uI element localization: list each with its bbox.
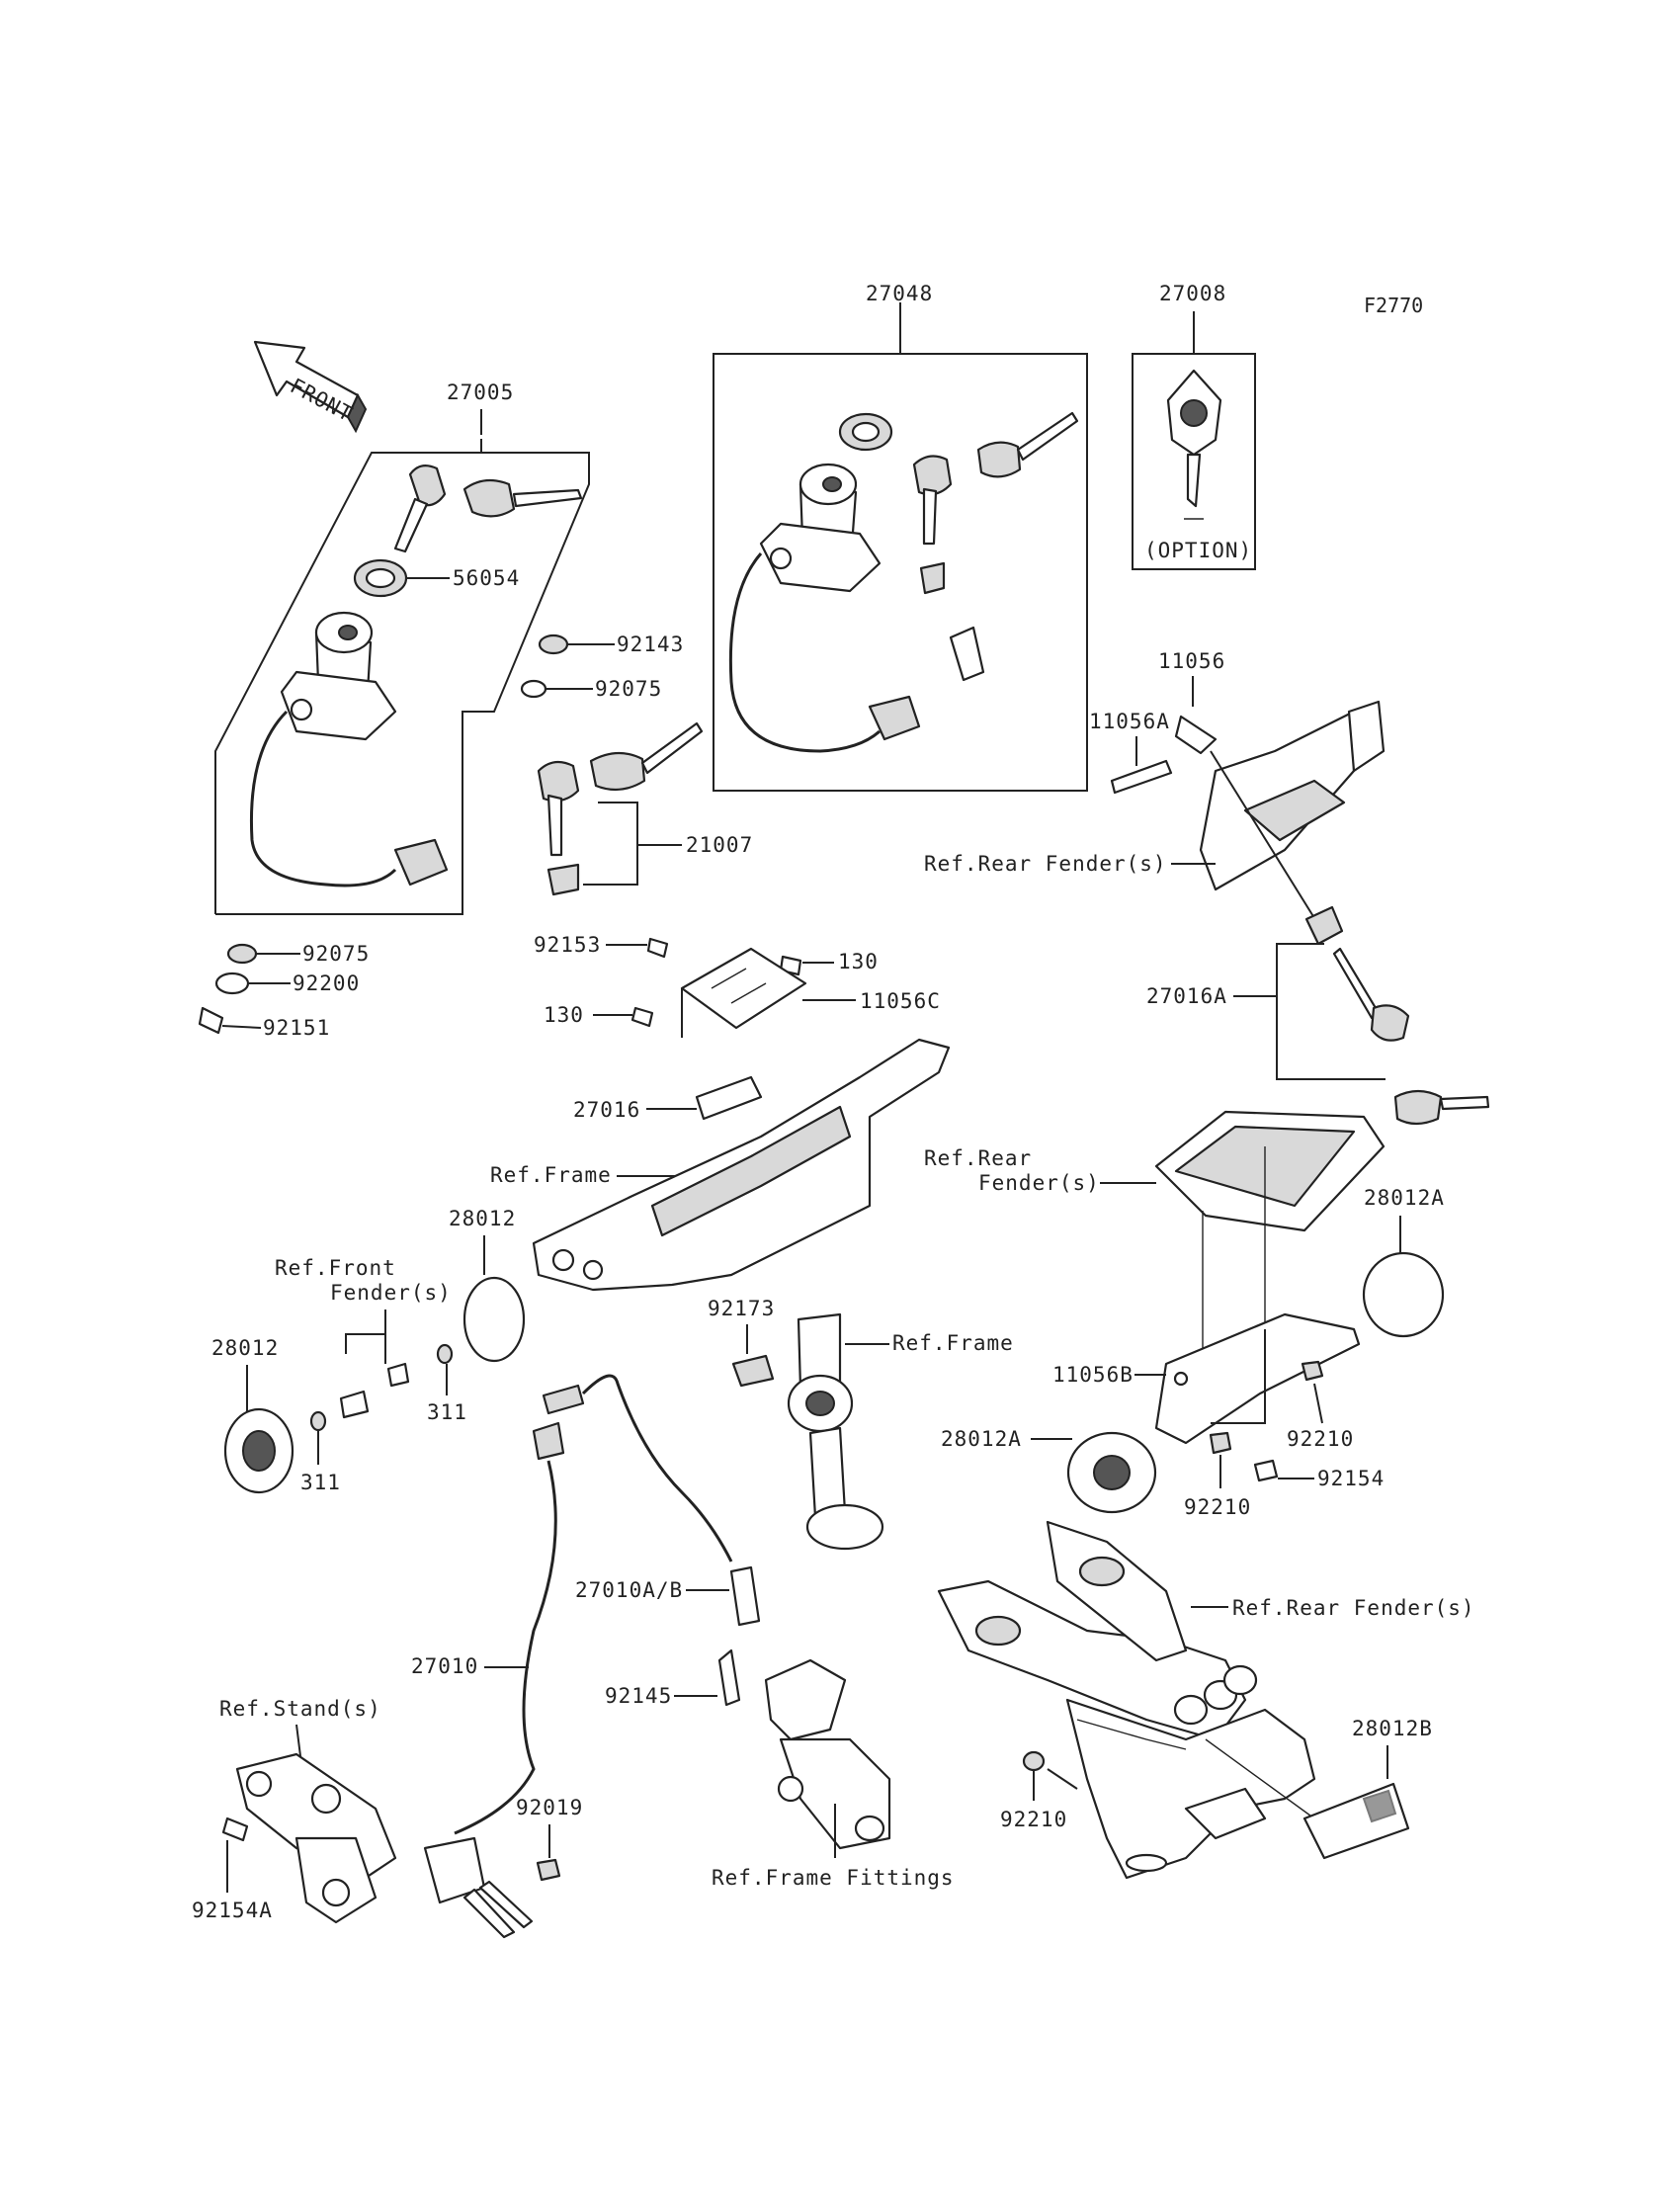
part-28012B: 28012B [1352, 1717, 1433, 1740]
part-311-left: 311 [300, 1471, 341, 1494]
part-21007: 21007 [686, 833, 753, 857]
part-27010: 27010 [411, 1654, 478, 1678]
part-92173: 92173 [708, 1297, 775, 1320]
part-28012A-left: 28012A [941, 1427, 1022, 1451]
part-92154A: 92154A [192, 1899, 273, 1922]
ref-frame-1: Ref.Frame [490, 1163, 612, 1187]
part-27016: 27016 [573, 1098, 640, 1122]
part-92143: 92143 [617, 633, 684, 656]
part-92151: 92151 [263, 1016, 330, 1040]
ref-rear-fender-1: Ref.Rear Fender(s) [924, 852, 1167, 876]
ref-front-fender-line1: Ref.Front [275, 1256, 396, 1280]
part-11056A: 11056A [1089, 710, 1170, 733]
ref-stand: Ref.Stand(s) [219, 1697, 381, 1721]
front-reflectors: 28012 Ref.Front Fender(s) 311 28012 311 [211, 1207, 526, 1494]
figure-code: F2770 [1364, 294, 1423, 317]
part-28012A-right: 28012A [1364, 1186, 1445, 1210]
part-311-right: 311 [427, 1400, 467, 1424]
ref-rear-fender-2-line1: Ref.Rear [924, 1146, 1032, 1170]
part-130-right: 130 [838, 950, 879, 973]
ref-rear-fender-2-line2: Fender(s) [978, 1171, 1100, 1195]
part-92019: 92019 [516, 1796, 583, 1819]
option-label: (OPTION) [1144, 539, 1252, 562]
part-92154: 92154 [1317, 1467, 1385, 1490]
part-92075-bottom: 92075 [302, 942, 370, 966]
part-92200: 92200 [293, 972, 360, 995]
part-92145: 92145 [605, 1684, 672, 1708]
part-27008: 27008 [1159, 282, 1226, 305]
part-92210-bottom: 92210 [1000, 1808, 1067, 1831]
part-130-left: 130 [544, 1003, 584, 1027]
option-key-27008: 27008 (OPTION) [1132, 282, 1256, 570]
ignition-switch-set-27048: 27048 [713, 282, 1088, 792]
ref-frame-2: Ref.Frame [892, 1331, 1014, 1355]
part-92153: 92153 [534, 933, 601, 957]
part-28012-left: 28012 [211, 1336, 279, 1360]
part-27010AB: 27010A/B [575, 1578, 683, 1602]
part-11056: 11056 [1158, 649, 1225, 673]
ref-frame-fittings: Ref.Frame Fittings [712, 1866, 955, 1890]
front-arrow-icon: FRONT [253, 340, 368, 434]
part-56054: 56054 [453, 566, 520, 590]
part-27016A: 27016A [1146, 984, 1227, 1008]
rear-fender-assembly: Ref.Rear Fender(s) 28012B 92210 [937, 1520, 1475, 1880]
rear-reflector-bracket: Ref.Rear Fender(s) 28012A 11056B 92210 2… [924, 1110, 1445, 1519]
ignition-switch-set-27005: 27005 56054 92143 92075 92075 92200 [198, 380, 684, 1040]
key-cylinder-21007: 21007 [537, 721, 753, 896]
part-27048: 27048 [866, 282, 933, 305]
stand-switch-27010: 27010 Ref.Stand(s) 92154A 92019 [192, 1421, 583, 1939]
part-11056B: 11056B [1052, 1363, 1134, 1387]
part-27005: 27005 [447, 380, 514, 404]
ref-front-fender-line2: Fender(s) [330, 1281, 452, 1305]
side-stand-switch-area: 92173 Ref.Frame 27010A/B 92145 Ref.Frame… [542, 1297, 1014, 1890]
part-11056C: 11056C [860, 989, 941, 1013]
part-92210-right: 92210 [1287, 1427, 1354, 1451]
part-92075-top: 92075 [595, 677, 662, 701]
rear-lock-assembly: 11056 11056A Ref.Rear Fender(s) 27016A [924, 649, 1490, 1126]
part-28012-right: 28012 [449, 1207, 516, 1230]
ref-rear-fender-3: Ref.Rear Fender(s) [1232, 1596, 1475, 1620]
part-92210-mid: 92210 [1184, 1495, 1251, 1519]
frame-bracket-assembly: 92153 130 130 11056C 27016 Ref.Frame [490, 933, 951, 1292]
